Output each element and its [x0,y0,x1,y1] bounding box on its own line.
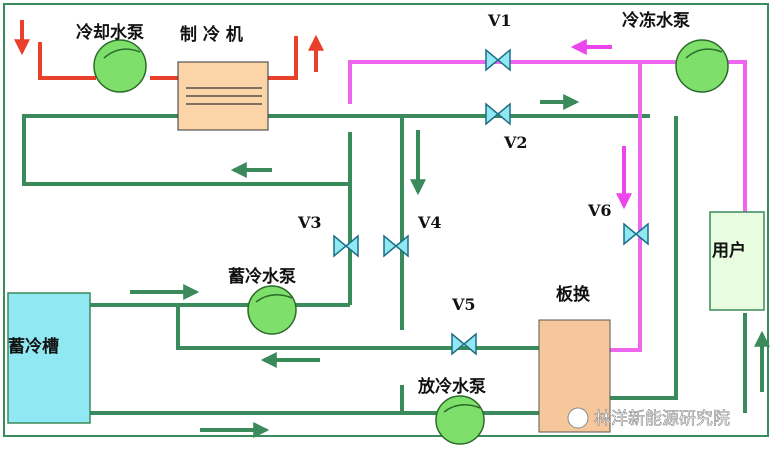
valve-v6 [623,222,649,246]
red-pipes [38,36,298,80]
storage-pump [247,285,297,335]
label-storage-tank: 蓄冷槽 [8,336,59,357]
chiller-unit [177,61,269,131]
label-v1: V1 [487,11,512,30]
label-storage-pump: 蓄冷水泵 [228,266,296,287]
chilled-water-pump [675,39,729,93]
valve-icon [451,332,477,356]
label-discharge-pump: 放冷水泵 [417,376,486,397]
valve-v5 [451,332,477,356]
pipe-cooling-out [268,36,298,80]
label-chilled-pump: 冷冻水泵 [622,10,690,31]
valve-icon [623,222,649,246]
label-chiller: 制 冷 机 [180,24,243,45]
pipe-chiller-left-loop [22,114,350,186]
pump-icon [675,39,729,93]
pump-icon [435,395,485,445]
label-v5: V5 [451,295,476,314]
label-v2: V2 [503,133,528,152]
pipe-middle-return [176,305,558,350]
valve-v2 [485,102,511,126]
pump-icon [247,285,297,335]
valve-icon [485,102,511,126]
label-v4: V4 [417,213,442,232]
discharge-pump [435,395,485,445]
label-plate-exchanger: 板换 [556,284,591,305]
valve-v4 [383,234,409,258]
label-user: 用户 [712,240,746,261]
valve-icon [383,234,409,258]
watermark: 林洋新能源研究院 [567,407,730,429]
outer-frame [3,3,769,437]
pipe-chilled-top-loop [348,60,747,212]
valve-icon [485,48,511,72]
pipe-exchanger-right [610,116,678,400]
label-cooling-pump: 冷却水泵 [76,22,144,43]
flow-arrows [14,20,770,438]
storage-tank-box [7,292,91,424]
green-pipes [22,114,747,415]
pump-icon [93,39,147,93]
label-v6: V6 [587,201,612,220]
pipe-cooling-in [38,42,96,80]
valve-v1 [485,48,511,72]
watermark-text: 林洋新能源研究院 [594,409,730,429]
user-box [709,211,765,311]
label-v3: V3 [297,213,322,232]
valve-v3 [333,234,359,258]
wechat-icon [567,407,589,429]
valve-icon [333,234,359,258]
cooling-pump [93,39,147,93]
